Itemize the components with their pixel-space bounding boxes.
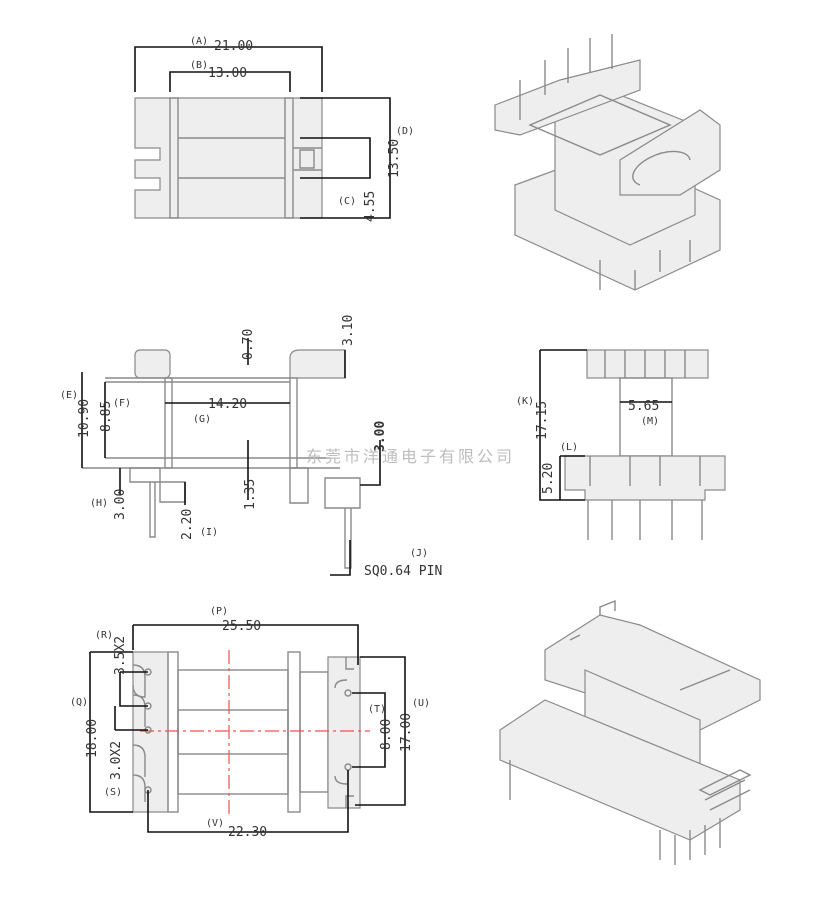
top-view-outline	[134, 97, 323, 219]
dim-c-value: 4.55	[363, 191, 378, 222]
dim-g-value: 14.20	[208, 397, 247, 412]
dim-h-tag: (H)	[90, 498, 108, 509]
dim-v-tag: (V)	[206, 818, 224, 829]
dim-right-step: 3.00	[373, 421, 388, 452]
dim-s-value: 3.0X2	[109, 741, 124, 780]
dim-m-tag: (M)	[641, 416, 659, 427]
dim-v-value: 22.30	[228, 825, 267, 840]
dim-l-value: 5.20	[541, 463, 556, 494]
dim-t-value: 8.00	[379, 719, 394, 750]
dim-b-tag: (B)	[190, 60, 208, 71]
end-view: (K) 17.15 (L) 5.20 5.65 (M)	[516, 349, 726, 540]
dim-d-value: 13.50	[387, 139, 402, 178]
dim-i-tag: (I)	[200, 527, 218, 538]
dim-t-tag: (T)	[368, 704, 386, 715]
dim-q-value: 18.00	[85, 719, 100, 758]
dim-s-tag: (S)	[104, 787, 122, 798]
bottom-view: (P) 25.50 (R) 3.5X2 (Q) 18.00 3.0X2 (S) …	[70, 606, 430, 840]
dim-flange-height: 3.10	[341, 315, 356, 346]
dim-b-value: 13.00	[208, 66, 247, 81]
dim-k-value: 17.15	[535, 401, 550, 440]
dim-f-tag: (F)	[113, 398, 131, 409]
dim-j-tag: (J)	[410, 548, 428, 559]
dim-a-tag: (A)	[190, 36, 208, 47]
dim-p-tag: (P)	[210, 606, 228, 617]
dim-base: 1.35	[243, 479, 258, 510]
dim-i-value: 2.20	[180, 509, 195, 540]
dim-e-tag: (E)	[60, 390, 78, 401]
dim-k-tag: (K)	[516, 396, 534, 407]
dim-l-tag: (L)	[560, 442, 578, 453]
dim-p-value: 25.50	[222, 619, 261, 634]
dim-j-value: SQ0.64 PIN	[364, 564, 442, 579]
dim-m-value: 5.65	[628, 399, 659, 414]
dim-r-tag: (R)	[95, 630, 113, 641]
top-view: (A) 21.00 (B) 13.00 (D) 13.50 (C) 4.55	[134, 36, 414, 222]
flange-right	[284, 97, 294, 219]
dim-c-tag: (C)	[338, 196, 356, 207]
dim-d-tag: (D)	[396, 126, 414, 137]
dim-h-value: 3.00	[113, 489, 128, 520]
dim-e-value: 10.90	[77, 399, 92, 438]
dim-q-tag: (Q)	[70, 697, 88, 708]
isometric-view-top	[494, 34, 721, 291]
dim-u-value: 17.00	[399, 713, 414, 752]
dim-f-value: 8.85	[99, 401, 114, 432]
dim-g-tag: (G)	[193, 414, 211, 425]
dim-top-gap: 0.70	[241, 329, 256, 360]
isometric-view-bottom	[499, 599, 761, 865]
dim-a-value: 21.00	[214, 39, 253, 54]
side-view: 0.70 3.10 (E) 10.90 (F) 8.85 14.20 (G) 3…	[60, 315, 442, 579]
dim-r-value: 3.5X2	[113, 636, 128, 675]
flange-left	[169, 97, 179, 219]
watermark: 东莞市洋通电子有限公司	[306, 447, 515, 466]
dim-u-tag: (U)	[412, 698, 430, 709]
